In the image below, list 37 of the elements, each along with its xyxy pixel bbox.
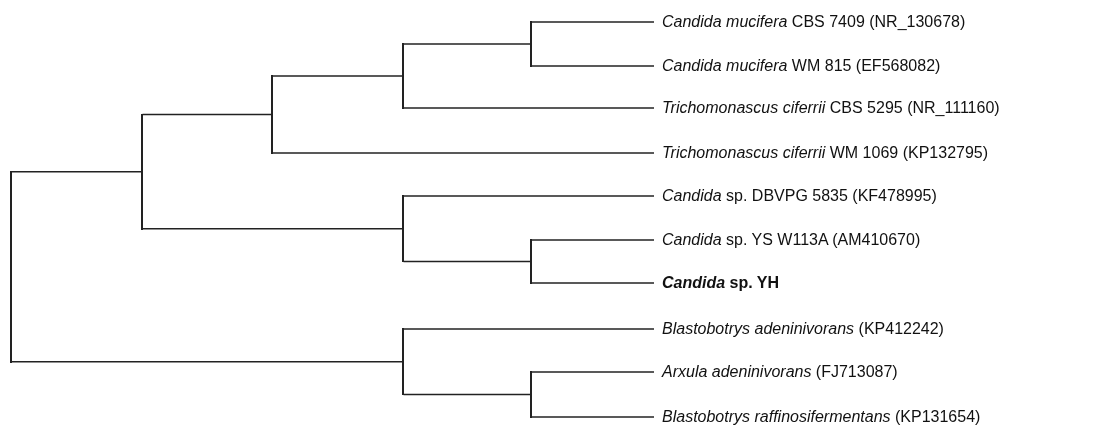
clade-junction-line — [530, 21, 532, 67]
branch-line — [402, 260, 531, 263]
clade-junction-line — [402, 195, 404, 263]
taxon-label: Candida mucifera WM 815 (EF568082) — [662, 56, 941, 76]
branch-line — [402, 393, 531, 396]
taxon-label: Blastobotrys adeninivorans (KP412242) — [662, 319, 944, 339]
branch-line — [271, 75, 403, 77]
branch-line — [530, 21, 655, 23]
branch-line — [141, 113, 272, 116]
branch-line — [530, 282, 655, 284]
branch-line — [402, 328, 655, 330]
taxon-label: Candida sp. DBVPG 5835 (KF478995) — [662, 186, 937, 206]
clade-junction-line — [530, 239, 532, 284]
branch-line — [402, 43, 531, 45]
branch-line — [141, 228, 403, 230]
taxon-label: Candida sp. YH — [662, 273, 780, 293]
branch-line — [530, 239, 655, 241]
branch-line — [10, 170, 142, 173]
branch-line — [10, 361, 403, 363]
clade-junction-line — [530, 371, 532, 418]
branch-line — [402, 107, 655, 109]
taxon-label: Candida sp. YS W113A (AM410670) — [662, 230, 921, 250]
taxon-label: Trichomonascus ciferrii CBS 5295 (NR_111160) — [662, 98, 1000, 118]
branch-line — [402, 195, 655, 197]
branch-line — [271, 152, 655, 154]
branch-line — [530, 65, 655, 67]
clade-junction-line — [271, 75, 273, 154]
branch-line — [530, 371, 655, 373]
branch-line — [530, 416, 655, 418]
clade-junction-line — [402, 43, 404, 109]
clade-junction-line — [402, 328, 404, 396]
taxon-label: Arxula adeninivorans (FJ713087) — [662, 362, 898, 382]
taxon-label: Candida mucifera CBS 7409 (NR_130678) — [662, 12, 966, 32]
clade-junction-line — [141, 113, 143, 230]
clade-junction-line — [10, 170, 12, 363]
taxon-label: Trichomonascus ciferrii WM 1069 (KP132795) — [662, 143, 989, 163]
taxon-label: Blastobotrys raffinosifermentans (KP131654) — [662, 407, 981, 427]
